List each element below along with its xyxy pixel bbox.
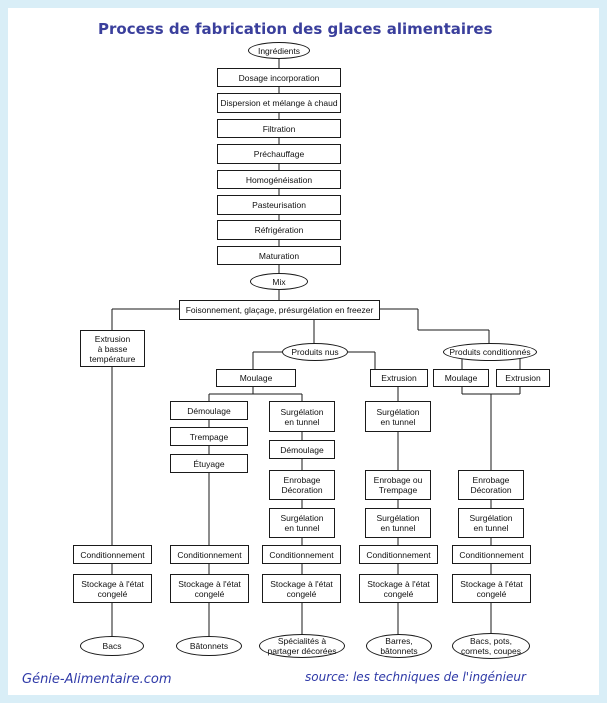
- node-homogeneisation: Homogénéisation: [217, 170, 341, 189]
- node-conditionnement: Conditionnement: [359, 545, 438, 564]
- node-moulage-nus: Moulage: [216, 369, 296, 387]
- source-credit: source: les techniques de l'ingénieur: [305, 670, 526, 684]
- node-stockage: Stockage à l'état congelé: [359, 574, 438, 603]
- node-demoulage: Démoulage: [269, 440, 335, 459]
- node-product-batonnets: Bâtonnets: [176, 636, 242, 656]
- site-name: Génie-Alimentaire.com: [22, 672, 172, 687]
- node-conditionnement: Conditionnement: [262, 545, 341, 564]
- node-product-bacs-pots: Bacs, pots, cornets, coupes: [452, 633, 530, 659]
- node-moulage-conditionnes: Moulage: [433, 369, 489, 387]
- node-stockage: Stockage à l'état congelé: [262, 574, 341, 603]
- node-mix: Mix: [250, 273, 308, 290]
- page-title: Process de fabrication des glaces alimen…: [98, 20, 493, 38]
- node-conditionnement: Conditionnement: [73, 545, 152, 564]
- node-stockage: Stockage à l'état congelé: [452, 574, 531, 603]
- node-enrobage-decoration: Enrobage Décoration: [269, 470, 335, 500]
- node-prechauffage: Préchauffage: [217, 144, 341, 164]
- node-surgelation-tunnel: Surgélation en tunnel: [458, 508, 524, 538]
- node-conditionnement: Conditionnement: [452, 545, 531, 564]
- node-product-specialites: Spécialités à partager décorées: [259, 634, 345, 658]
- node-dosage: Dosage incorporation: [217, 68, 341, 87]
- node-extrusion-conditionnes: Extrusion: [496, 369, 550, 387]
- node-ingredients: Ingrédients: [248, 42, 310, 59]
- node-product-bacs: Bacs: [80, 636, 144, 656]
- node-demoulage: Démoulage: [170, 401, 248, 420]
- node-filtration: Filtration: [217, 119, 341, 138]
- node-product-barres: Barres, bâtonnets: [366, 634, 432, 658]
- node-enrobage-decoration: Enrobage Décoration: [458, 470, 524, 500]
- node-surgelation-tunnel: Surgélation en tunnel: [269, 508, 335, 538]
- node-trempage: Trempage: [170, 427, 248, 446]
- node-maturation: Maturation: [217, 246, 341, 265]
- node-refrigeration: Réfrigération: [217, 220, 341, 240]
- node-enrobage-trempage: Enrobage ou Trempage: [365, 470, 431, 500]
- node-foisonnement: Foisonnement, glaçage, présurgélation en…: [179, 300, 380, 320]
- node-extrusion-nus: Extrusion: [370, 369, 428, 387]
- node-surgelation-tunnel: Surgélation en tunnel: [365, 401, 431, 432]
- node-produits-nus: Produits nus: [282, 343, 348, 361]
- node-conditionnement: Conditionnement: [170, 545, 249, 564]
- node-etuyage: Étuyage: [170, 454, 248, 473]
- node-stockage: Stockage à l'état congelé: [73, 574, 152, 603]
- node-stockage: Stockage à l'état congelé: [170, 574, 249, 603]
- node-pasteurisation: Pasteurisation: [217, 195, 341, 215]
- node-surgelation-tunnel: Surgélation en tunnel: [269, 401, 335, 432]
- node-produits-conditionnes: Produits conditionnés: [443, 343, 537, 361]
- node-dispersion: Dispersion et mélange à chaud: [217, 93, 341, 113]
- node-surgelation-tunnel: Surgélation en tunnel: [365, 508, 431, 538]
- node-extrusion-basse-temperature: Extrusion à basse température: [80, 330, 145, 367]
